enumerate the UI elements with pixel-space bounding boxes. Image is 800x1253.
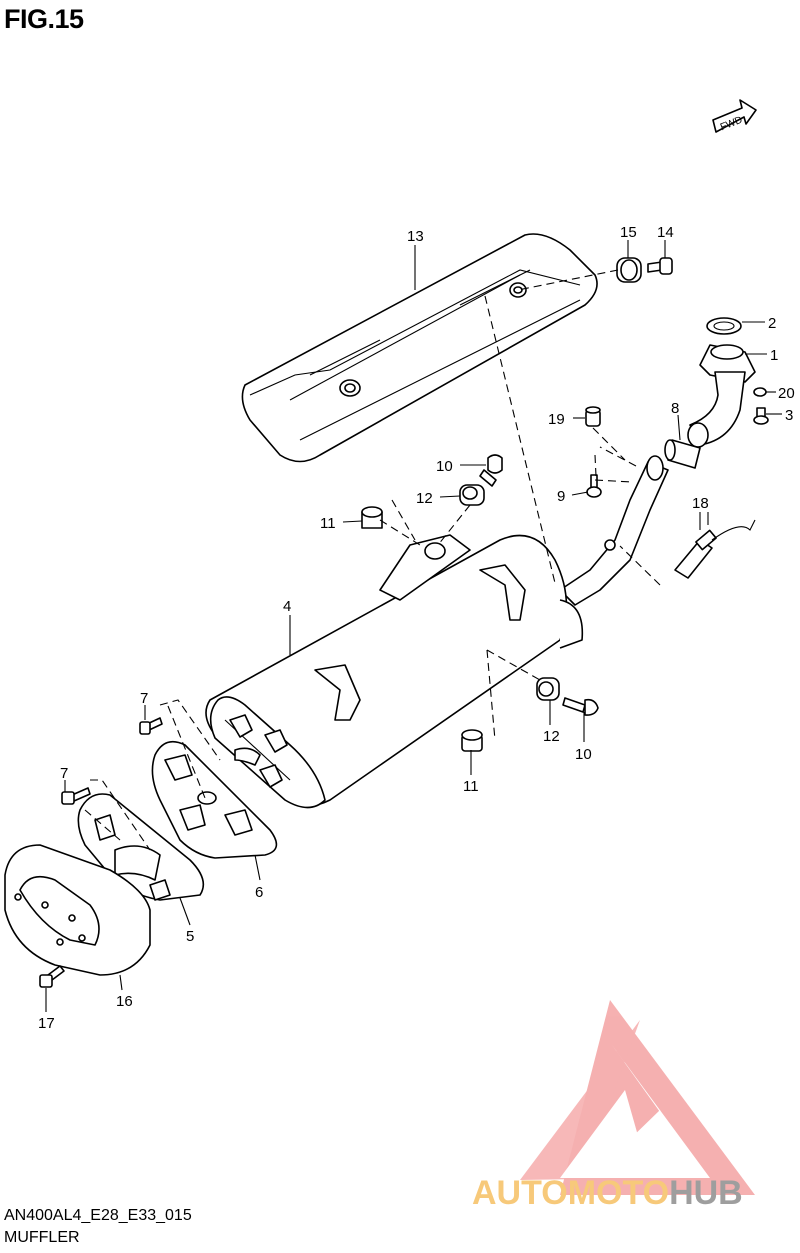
grommet-12-lower xyxy=(536,677,560,701)
bolt-14 xyxy=(647,257,673,275)
diagram-code: AN400AL4_E28_E33_015 xyxy=(4,1207,192,1224)
callout-4: 4 xyxy=(283,598,291,615)
callout-14: 14 xyxy=(657,224,674,241)
callout-17: 17 xyxy=(38,1015,55,1032)
fwd-arrow-icon: FWD xyxy=(712,99,757,133)
callout-13: 13 xyxy=(407,228,424,245)
callout-5: 5 xyxy=(186,928,194,945)
figure-title: FIG.15 xyxy=(4,4,84,34)
watermark-text: AUTOMOTOHUB xyxy=(472,1174,743,1212)
end-cover-16 xyxy=(4,844,151,976)
bolt-17 xyxy=(39,965,65,988)
bolt-3 xyxy=(753,407,769,425)
callout-9: 9 xyxy=(557,488,565,505)
end-plate-6 xyxy=(151,740,278,859)
collar-11-upper xyxy=(361,506,383,529)
bolt-10-upper xyxy=(479,454,503,487)
callout-16: 16 xyxy=(116,993,133,1010)
callout-8: 8 xyxy=(671,400,679,417)
diagram-name: MUFFLER xyxy=(4,1229,80,1246)
callout-12-upper: 12 xyxy=(416,490,433,507)
clamp-8 xyxy=(664,439,701,469)
callout-10-lower: 10 xyxy=(575,746,592,763)
watermark-logo-icon xyxy=(520,1000,755,1195)
collar-11-lower xyxy=(461,729,483,752)
callout-labels: 13 15 14 2 1 20 3 8 19 9 18 10 12 11 4 1… xyxy=(38,224,795,1032)
callout-7-upper: 7 xyxy=(140,690,148,707)
washer-20 xyxy=(753,387,767,397)
callout-18: 18 xyxy=(692,495,709,512)
gasket-2 xyxy=(706,317,742,335)
bolt-10-lower xyxy=(562,697,599,716)
o2-sensor-18 xyxy=(674,512,756,579)
grommet-15 xyxy=(616,257,642,283)
bolt-9 xyxy=(586,474,602,498)
exhaust-flange-1 xyxy=(687,344,756,448)
callout-7-lower: 7 xyxy=(60,765,68,782)
heat-shield-cover xyxy=(241,233,598,463)
callout-10-upper: 10 xyxy=(436,458,453,475)
bolt-7-lower xyxy=(61,787,91,805)
callout-19: 19 xyxy=(548,411,565,428)
callout-6: 6 xyxy=(255,884,263,901)
callout-11-upper: 11 xyxy=(320,515,336,532)
bolt-7-upper xyxy=(139,717,163,735)
callout-12-lower: 12 xyxy=(543,728,560,745)
callout-3: 3 xyxy=(785,407,793,424)
callout-2: 2 xyxy=(768,315,776,332)
callout-11-lower: 11 xyxy=(463,778,479,795)
leader-lines xyxy=(45,240,782,1012)
grommet-12-upper xyxy=(459,484,485,506)
callout-1: 1 xyxy=(770,347,778,364)
exhaust-pipe xyxy=(559,455,669,606)
callout-15: 15 xyxy=(620,224,637,241)
cap-19 xyxy=(585,406,601,427)
callout-20: 20 xyxy=(778,385,795,402)
muffler-body-4 xyxy=(205,534,584,809)
